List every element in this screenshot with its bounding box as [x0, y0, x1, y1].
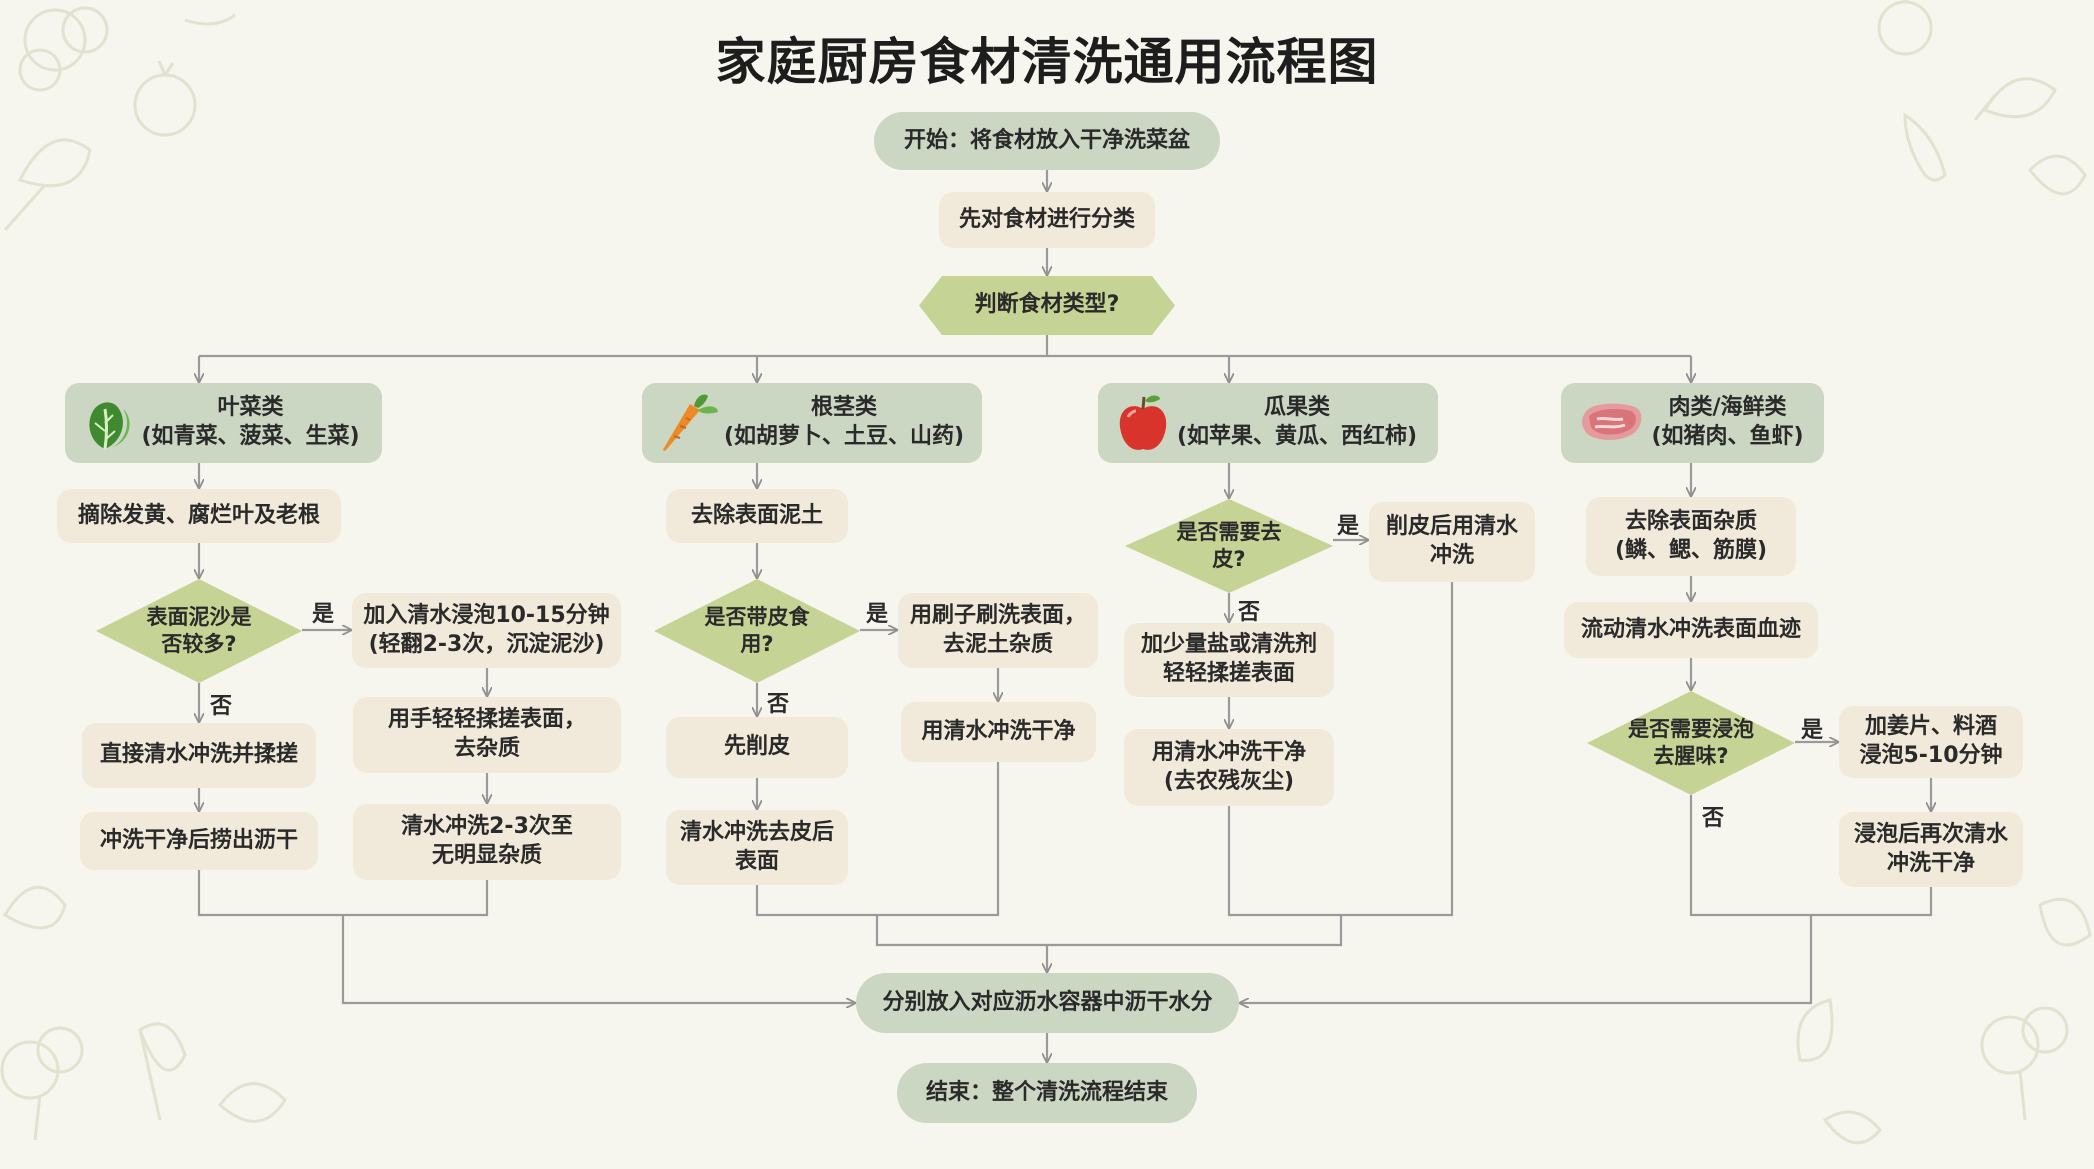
leafy-drain-step: 冲洗干净后捞出沥干 — [80, 812, 318, 870]
root-rinse-after-peel-step: 清水冲洗去皮后 表面 — [666, 810, 848, 885]
root-brush-step: 用刷子刷洗表面， 去泥土杂质 — [898, 593, 1098, 668]
leafy-no-label: 否 — [210, 694, 233, 719]
drain-collect-node: 分别放入对应沥水容器中沥干水分 — [856, 973, 1239, 1033]
meat-icon — [1582, 403, 1642, 440]
category-fruit: 瓜果类 (如苹果、黄瓜、西红柿) — [1098, 383, 1438, 463]
leafy-rub-step: 用手轻轻揉搓表面， 去杂质 — [353, 697, 621, 773]
category-meat: 肉类/海鲜类 (如猪肉、鱼虾) — [1561, 383, 1824, 463]
classify-node: 先对食材进行分类 — [939, 192, 1155, 248]
fruit-no-label: 否 — [1238, 600, 1261, 625]
fruit-peel-rinse-step: 削皮后用清水 冲洗 — [1369, 502, 1535, 582]
meat-remove-impurities: 去除表面杂质 (鳞、鳃、筋膜) — [1586, 497, 1796, 576]
meat-ginger-soak-step: 加姜片、料酒 浸泡5-10分钟 — [1839, 706, 2023, 778]
root-rinse-step: 用清水冲洗干净 — [901, 702, 1096, 762]
carrot-icon — [663, 394, 718, 451]
leafy-soak-step: 加入清水浸泡10-15分钟 (轻翻2-3次，沉淀泥沙) — [352, 593, 621, 668]
meat-rinse-blood: 流动清水冲洗表面血迹 — [1564, 602, 1818, 658]
leafy-remove-yellow-leaves: 摘除发黄、腐烂叶及老根 — [57, 489, 341, 543]
category-fruit-label: 瓜果类 (如苹果、黄瓜、西红柿) — [1176, 395, 1418, 449]
end-node: 结束：整个清洗流程结束 — [897, 1063, 1197, 1123]
category-leafy: 叶菜类 (如青菜、菠菜、生菜) — [65, 383, 382, 463]
category-leafy-label: 叶菜类 (如青菜、菠菜、生菜) — [141, 395, 360, 449]
category-meat-label: 肉类/海鲜类 (如猪肉、鱼虾) — [1651, 395, 1804, 449]
judge-type-decision: 判断食材类型? — [919, 276, 1175, 335]
root-peel-step: 先削皮 — [666, 717, 848, 778]
fruit-salt-rub-step: 加少量盐或清洗剂 轻轻揉搓表面 — [1124, 623, 1334, 697]
leafy-rinse-repeat-step: 清水冲洗2-3次至 无明显杂质 — [353, 804, 621, 880]
leafy-direct-rinse-step: 直接清水冲洗并揉搓 — [82, 723, 316, 788]
root-no-label: 否 — [767, 692, 790, 717]
category-root-label: 根茎类 (如胡萝卜、土豆、山药) — [723, 395, 965, 449]
fruit-rinse-step: 用清水冲洗干净 (去农残灰尘) — [1124, 729, 1334, 806]
category-root: 根茎类 (如胡萝卜、土豆、山药) — [642, 383, 982, 463]
leafy-yes-label: 是 — [312, 602, 335, 627]
root-yes-label: 是 — [866, 602, 889, 627]
fruit-yes-label: 是 — [1337, 514, 1360, 539]
root-remove-soil: 去除表面泥土 — [666, 489, 848, 543]
meat-rinse-again-step: 浸泡后再次清水 冲洗干净 — [1839, 812, 2023, 887]
start-node: 开始：将食材放入干净洗菜盆 — [874, 112, 1220, 170]
meat-yes-label: 是 — [1801, 718, 1824, 743]
apple-icon — [1119, 395, 1167, 450]
page-title: 家庭厨房食材清洗通用流程图 — [715, 33, 1379, 91]
meat-no-label: 否 — [1702, 806, 1725, 831]
leafy-greens-icon — [89, 402, 130, 450]
